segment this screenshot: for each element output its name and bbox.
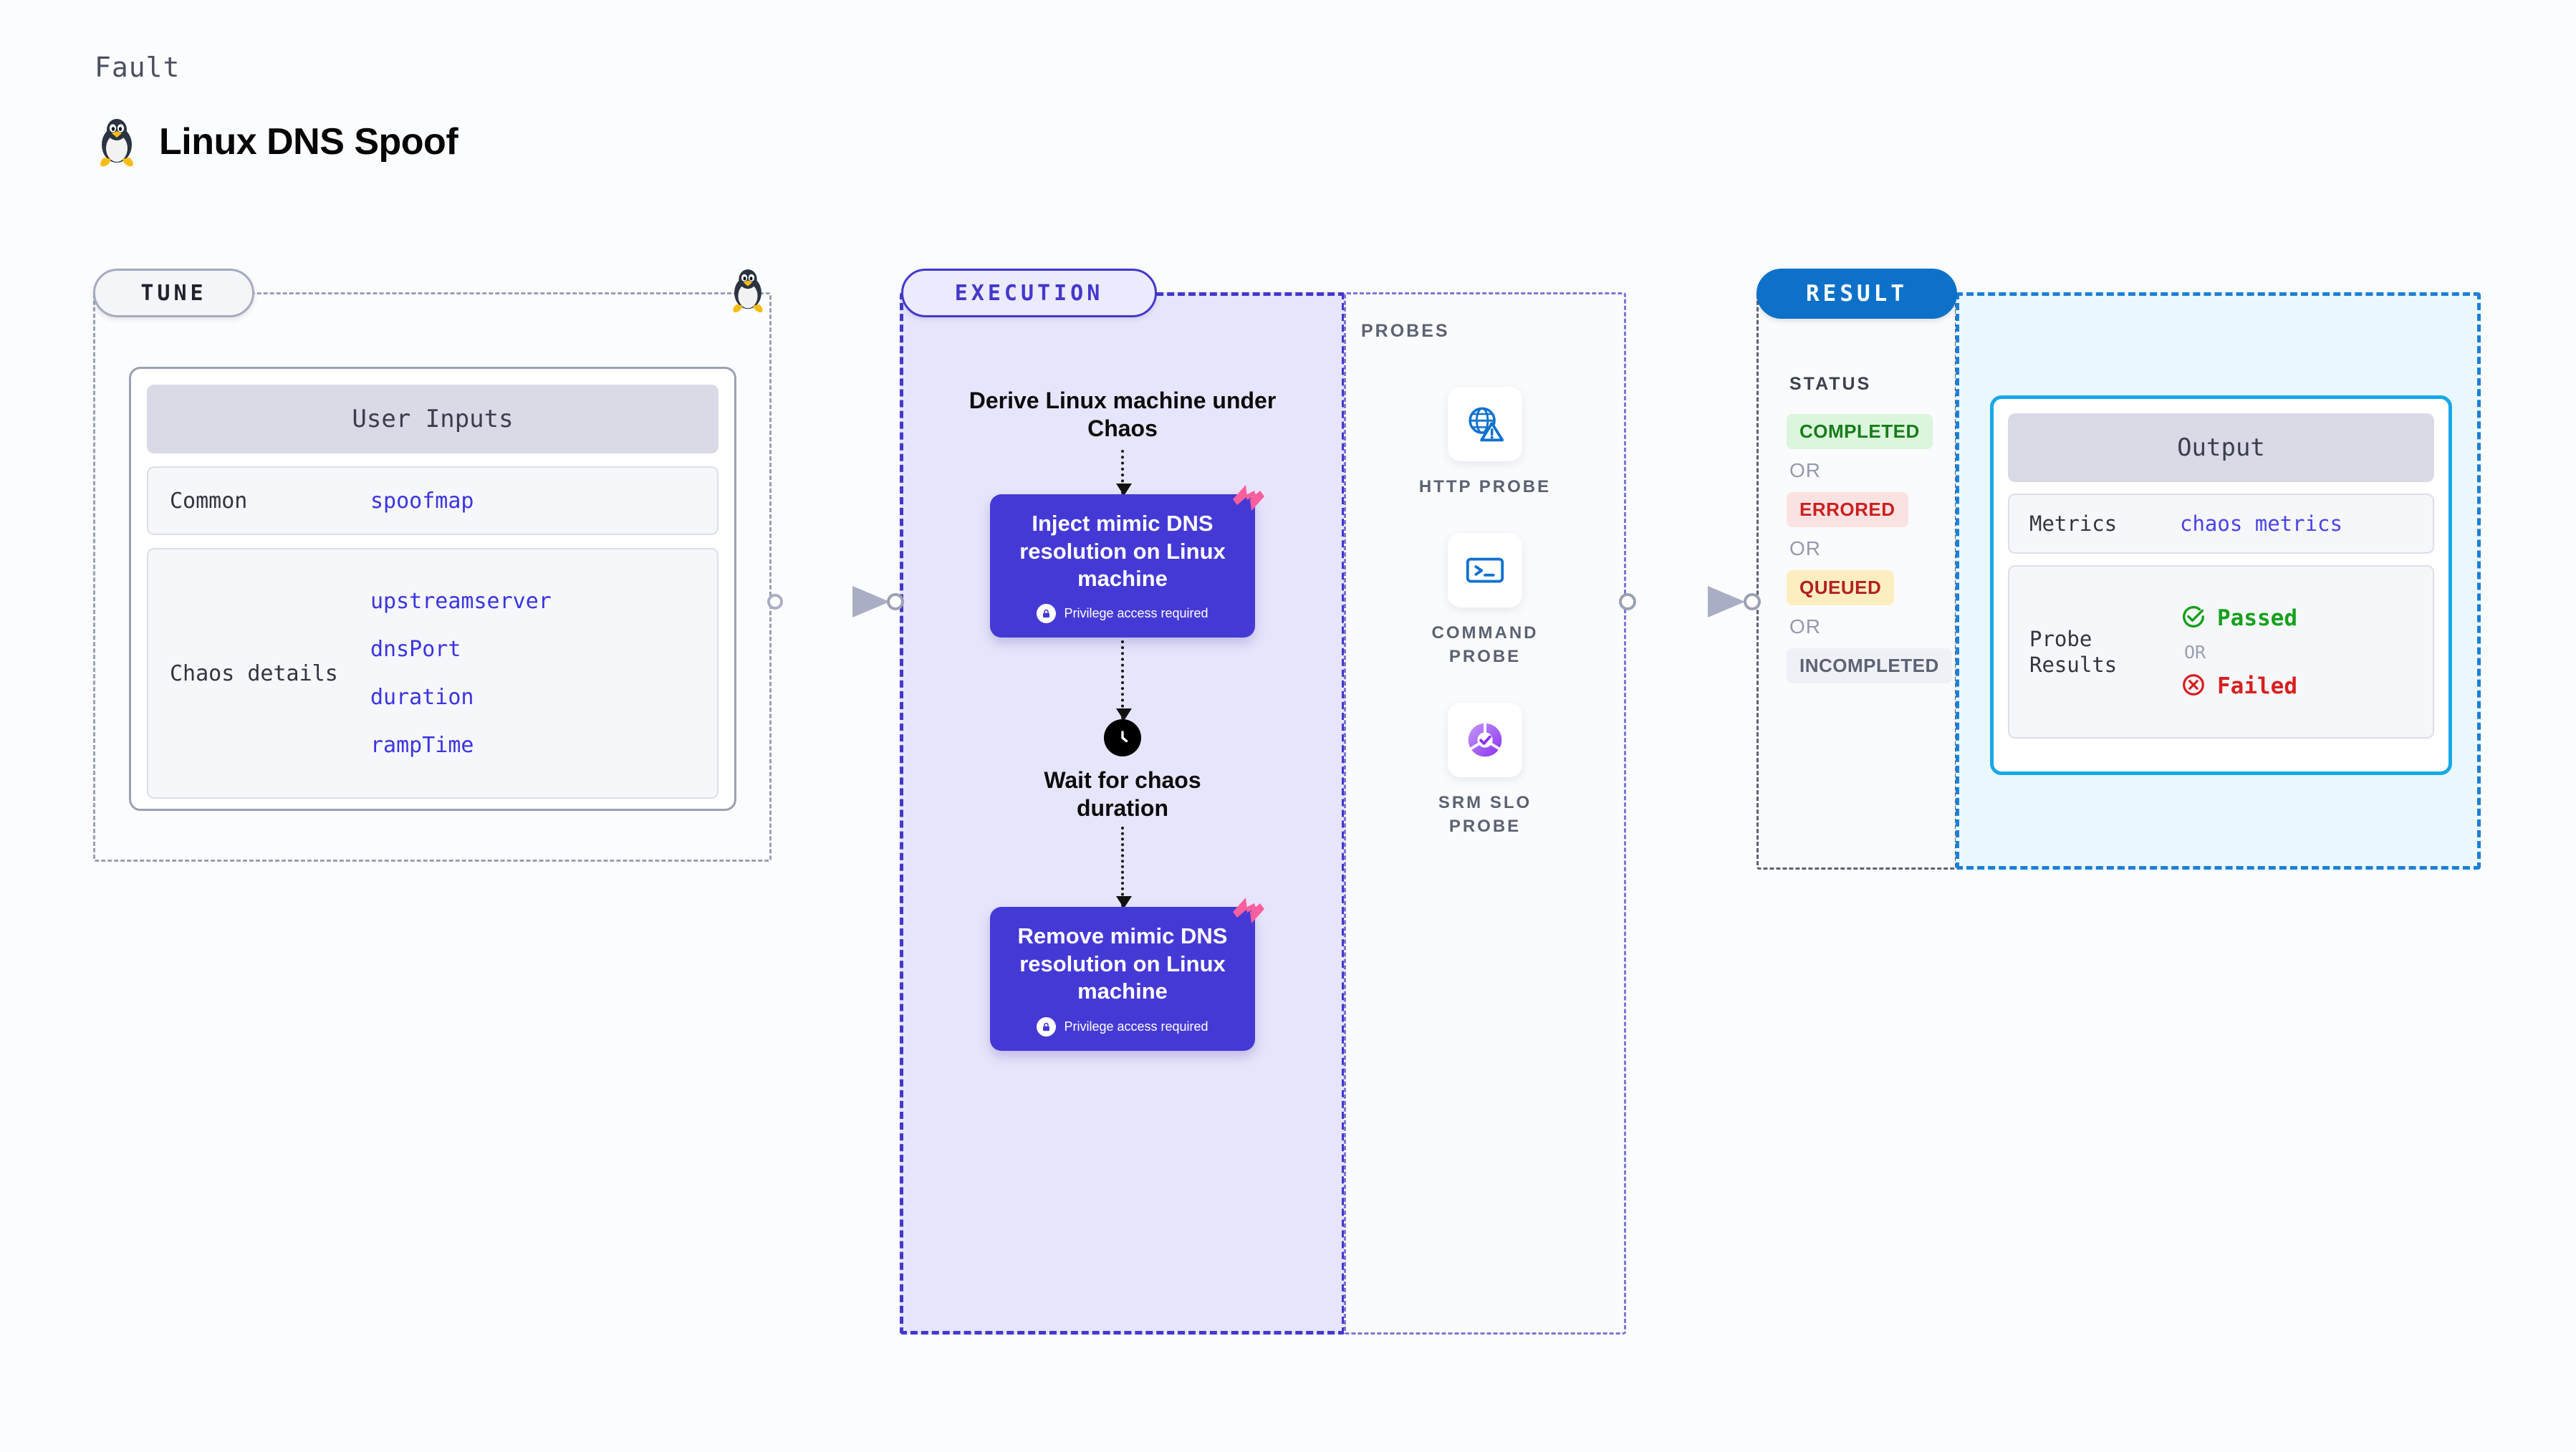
output-metrics-value[interactable]: chaos metrics [2180,511,2342,536]
probe-result-or: OR [2184,641,2206,663]
inject-privilege-note: Privilege access required [1009,604,1236,624]
status-badge-errored: ERRORED [1787,492,1908,527]
remove-privilege-text: Privilege access required [1064,1019,1208,1034]
page-title: Linux DNS Spoof [159,121,458,163]
terminal-icon [1448,533,1522,608]
probe-label-http: HTTP PROBE [1418,477,1552,496]
tune-row-common-values: spoofmap [370,489,474,514]
inject-action-card[interactable]: Inject mimic DNS resolution on Linux mac… [990,485,1264,638]
status-badge-completed: COMPLETED [1787,414,1933,449]
probe-label-srm-slo: SRM SLO PROBE [1438,793,1532,836]
connector-probes-to-result [1619,586,1761,617]
harness-logo-icon [1233,485,1264,511]
tune-linux-penguin-icon [728,266,768,314]
output-metrics-label: Metrics [2029,511,2118,536]
x-circle-icon [2180,671,2207,701]
probes-list: HTTP PROBE COMMAND PROBE [1344,387,1626,838]
status-or-2: OR [1789,537,1821,559]
execution-stage-container [900,292,1345,1335]
output-row-probe-results: Probe Results Passed OR [2008,565,2434,739]
probe-label-command: COMMAND PROBE [1431,623,1539,666]
connector-tune-to-execution [767,586,904,617]
tune-value-dnsport[interactable]: dnsPort [370,637,461,662]
lock-icon [1037,604,1057,624]
remove-action-card[interactable]: Remove mimic DNS resolution on Linux mac… [990,898,1264,1051]
probe-result-failed-text: Failed [2217,673,2297,699]
tune-value-duration[interactable]: duration [370,685,474,710]
tune-row-chaos-label: Chaos details [170,660,338,686]
output-probe-results-label: Probe Results [2029,626,2118,677]
status-list: COMPLETED OR ERRORED OR QUEUED OR INCOMP… [1787,414,1952,683]
status-badge-incompleted: INCOMPLETED [1787,648,1952,683]
probe-result-passed-text: Passed [2217,605,2297,631]
page-title-row: Linux DNS Spoof [95,116,458,168]
check-circle-icon [2180,603,2207,633]
output-row-metrics: Metrics chaos metrics [2008,494,2434,554]
stage-badge-result[interactable]: RESULT [1756,269,1957,319]
stage-badge-tune[interactable]: TUNE [93,269,254,317]
tune-row-common-label: Common [170,488,248,514]
inject-privilege-text: Privilege access required [1064,606,1208,621]
probe-item-command[interactable]: COMMAND PROBE [1406,533,1564,668]
globe-warning-icon [1448,387,1522,461]
status-badge-queued: QUEUED [1787,570,1895,605]
output-header: Output [2008,413,2434,482]
probes-stage-container [1344,292,1626,1335]
probe-item-srm-slo[interactable]: SRM SLO PROBE [1406,703,1564,838]
remove-action-title: Remove mimic DNS resolution on Linux mac… [1017,923,1228,1004]
tune-value-ramptime[interactable]: rampTime [370,733,474,758]
status-title: STATUS [1789,374,1872,394]
lock-icon [1037,1016,1057,1037]
status-or-1: OR [1789,459,1821,481]
output-card: Output Metrics chaos metrics Probe Resul… [1990,395,2452,775]
tune-row-chaos-details: Chaos details upstreamserver dnsPort dur… [147,548,719,799]
tune-row-chaos-values: upstreamserver dnsPort duration rampTime [370,589,552,758]
user-inputs-card: User Inputs Common spoofmap Chaos detail… [129,367,736,811]
harness-logo-icon [1233,898,1264,924]
probe-item-http[interactable]: HTTP PROBE [1419,387,1551,499]
probes-title: PROBES [1361,321,1450,341]
page-kicker: Fault [95,52,181,83]
output-probe-results-values: Passed OR Failed [2180,603,2297,701]
status-or-3: OR [1789,615,1821,638]
slo-donut-check-icon [1448,703,1522,778]
user-inputs-header: User Inputs [147,385,719,453]
tune-value-upstreamserver[interactable]: upstreamserver [370,589,552,614]
probe-result-passed: Passed [2180,603,2297,633]
stage-badge-execution[interactable]: EXECUTION [901,269,1157,317]
linux-penguin-icon [95,116,139,168]
remove-privilege-note: Privilege access required [1009,1016,1236,1037]
tune-value-spoofmap[interactable]: spoofmap [370,488,474,514]
tune-row-common: Common spoofmap [147,466,719,535]
probe-result-failed: Failed [2180,671,2297,701]
inject-action-title: Inject mimic DNS resolution on Linux mac… [1019,511,1226,591]
